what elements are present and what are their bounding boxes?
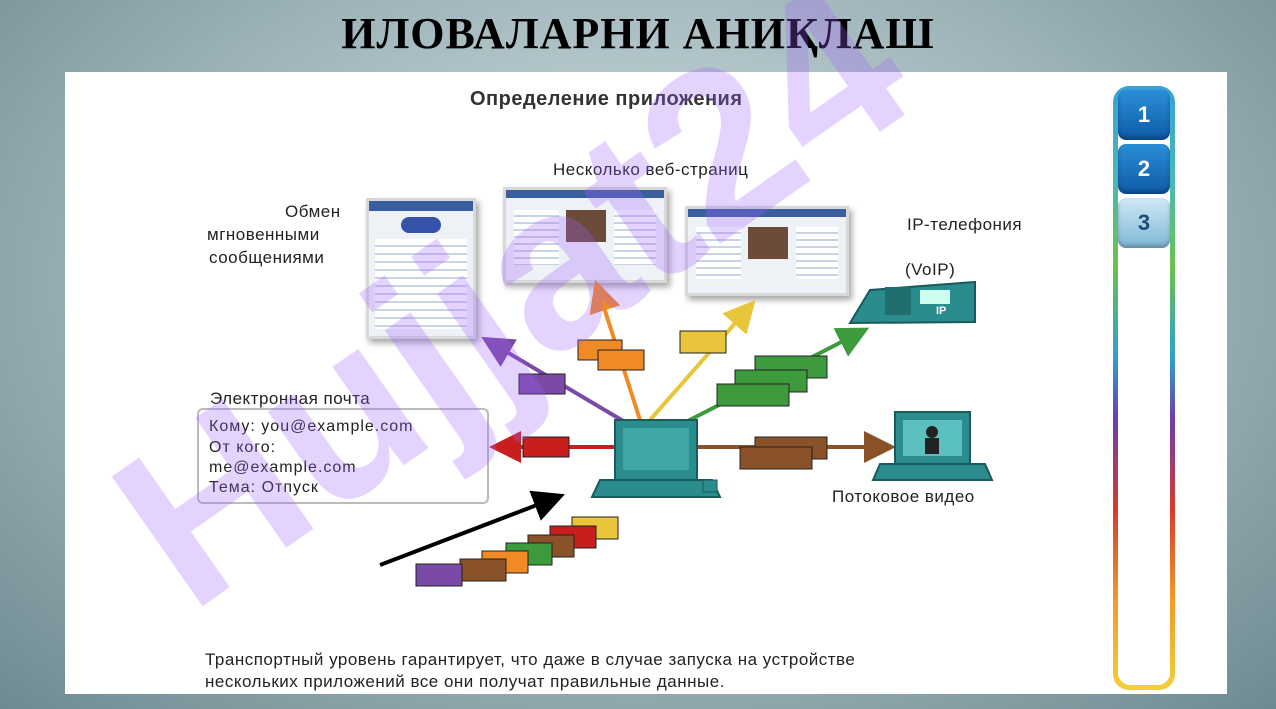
stack-purple [415, 563, 463, 587]
packet-web2 [679, 330, 727, 354]
diagram-heading: Определение приложения [470, 88, 743, 110]
web-page-2 [685, 206, 849, 296]
label-video: Потоковое видео [832, 487, 975, 506]
ip-phone-badge: IP [936, 305, 946, 317]
central-pc-icon [590, 419, 722, 498]
label-ip-phone: IP-телефония [907, 215, 1023, 234]
label-im-2: мгновенными [207, 225, 320, 244]
im-window [366, 198, 476, 339]
email-box: Кому: you@example.com От кого: me@exampl… [197, 408, 489, 504]
packet-email [522, 436, 570, 458]
step-navigation: 1 2 3 [1113, 86, 1175, 690]
caption-line-1: Транспортный уровень гарантирует, что да… [205, 650, 856, 669]
email-from-value: me@example.com [209, 459, 357, 476]
label-im-1: Обмен [285, 202, 341, 221]
packet-web1-b [597, 349, 645, 371]
label-voip: (VoIP) [905, 260, 956, 279]
packet-voip-c [716, 383, 790, 407]
email-to: Кому: you@example.com [209, 418, 414, 435]
step-button-2[interactable]: 2 [1118, 144, 1170, 194]
stack-brown-2 [459, 558, 507, 582]
email-subject: Тема: Отпуск [209, 479, 319, 496]
email-from: От кого: [209, 439, 277, 456]
step-button-1[interactable]: 1 [1118, 90, 1170, 140]
packet-video-b [739, 446, 813, 470]
packet-im [518, 373, 566, 395]
label-email: Электронная почта [210, 389, 371, 408]
arrow-incoming [379, 490, 565, 567]
video-pc-icon [871, 411, 994, 481]
diagram-panel [65, 72, 1227, 694]
ip-phone-icon [848, 280, 976, 325]
arrow-web-2 [648, 299, 756, 422]
label-web-pages: Несколько веб-страниц [553, 160, 749, 179]
step-button-3[interactable]: 3 [1118, 198, 1170, 248]
slide-title: ИЛОВАЛАРНИ АНИҚЛАШ [341, 9, 935, 58]
label-im-3: сообщениями [209, 248, 325, 267]
caption-line-2: нескольких приложений все они получат пр… [205, 672, 725, 691]
web-page-1 [503, 187, 667, 283]
